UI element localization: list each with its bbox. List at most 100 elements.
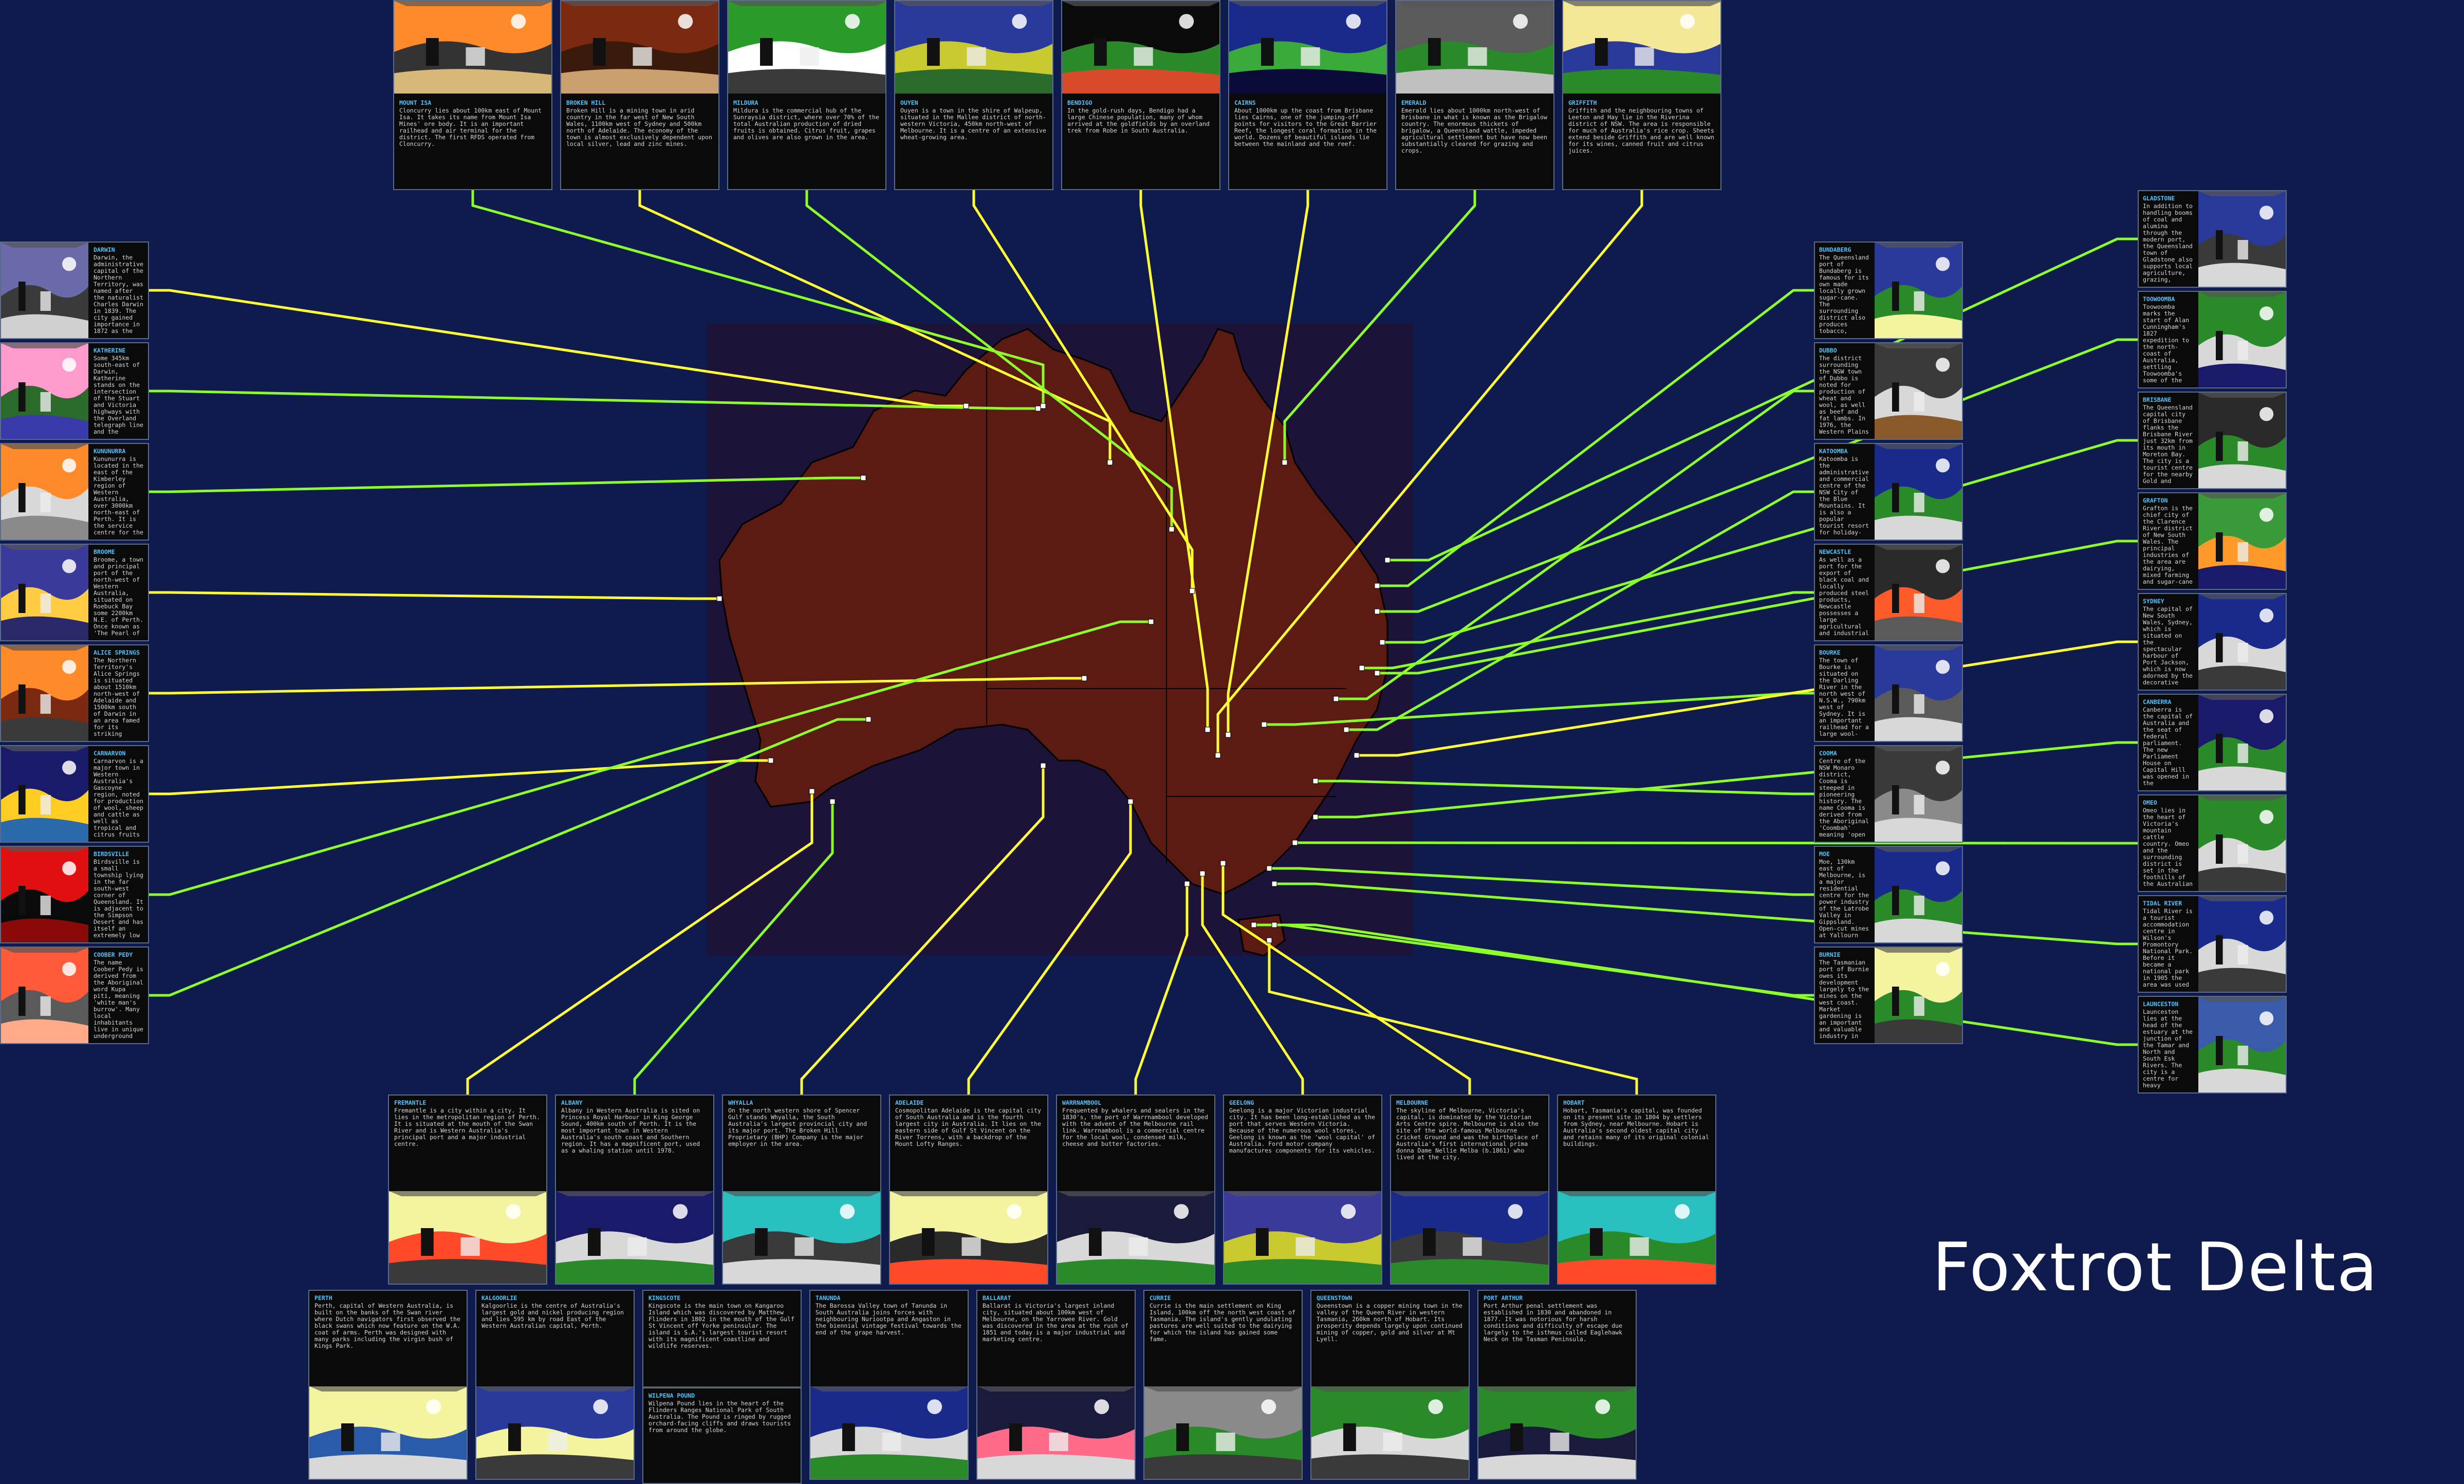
- mining-scene-icon: [394, 1, 551, 94]
- map-marker-bundaberg[interactable]: [1374, 583, 1380, 589]
- card-illustration: [723, 1191, 880, 1284]
- map-marker-katherine[interactable]: [1035, 405, 1041, 412]
- map-marker-bourke[interactable]: [1261, 721, 1267, 728]
- map-marker-albany[interactable]: [829, 799, 836, 805]
- map-marker-hobart[interactable]: [1266, 937, 1272, 943]
- map-marker-coober-pedy[interactable]: [865, 716, 872, 722]
- map-marker-dubbo[interactable]: [1333, 696, 1339, 702]
- map-marker-kununurra[interactable]: [860, 475, 866, 481]
- map-marker-cairns[interactable]: [1225, 732, 1231, 738]
- map-marker-warrnambool[interactable]: [1184, 881, 1190, 887]
- card-illustration: [1563, 1, 1720, 94]
- map-marker-tidal-river[interactable]: [1271, 881, 1277, 887]
- map-marker-broome[interactable]: [716, 596, 722, 602]
- map-marker-cooma[interactable]: [1312, 778, 1319, 784]
- map-marker-griffith[interactable]: [1215, 752, 1221, 758]
- lighthouse-icon: [1057, 1191, 1214, 1284]
- map-marker-moe[interactable]: [1266, 865, 1272, 871]
- map-marker-melbourne[interactable]: [1220, 860, 1226, 866]
- map-marker-adelaide[interactable]: [1127, 799, 1134, 805]
- map-marker-grafton[interactable]: [1374, 670, 1380, 676]
- card-description: Fremantle is a city within a city. It li…: [394, 1107, 540, 1147]
- map-marker-brisbane[interactable]: [1379, 639, 1385, 645]
- map-marker-newcastle[interactable]: [1359, 665, 1365, 671]
- map-marker-burnie[interactable]: [1251, 922, 1257, 928]
- card-title: ALICE SPRINGS: [94, 650, 140, 656]
- map-marker-emerald[interactable]: [1282, 459, 1288, 466]
- map-marker-mildura[interactable]: [1169, 526, 1175, 532]
- map-marker-ouyen[interactable]: [1189, 588, 1195, 594]
- map-marker-carnarvon[interactable]: [768, 757, 774, 764]
- map-marker-mount-isa[interactable]: [1040, 403, 1046, 409]
- map-marker-bendigo[interactable]: [1205, 727, 1211, 733]
- map-marker-gladstone[interactable]: [1384, 557, 1391, 563]
- map-marker-fremantle[interactable]: [809, 788, 815, 794]
- map-marker-canberra[interactable]: [1312, 814, 1319, 820]
- map-marker-geelong[interactable]: [1199, 870, 1206, 877]
- map-marker-darwin[interactable]: [963, 403, 969, 409]
- map-marker-broken-hill[interactable]: [1107, 459, 1113, 466]
- map-marker-omeo[interactable]: [1292, 840, 1298, 846]
- map-marker-launceston[interactable]: [1271, 922, 1277, 928]
- card-description: Wilpena Pound lies in the heart of the F…: [649, 1400, 791, 1434]
- map-marker-whyalla[interactable]: [1040, 763, 1046, 769]
- map-marker-toowoomba[interactable]: [1374, 608, 1380, 615]
- map-marker-katoomba[interactable]: [1343, 727, 1349, 733]
- map-marker-sydney[interactable]: [1354, 752, 1360, 758]
- map-marker-birdsville[interactable]: [1148, 619, 1154, 625]
- map-marker-alice-springs[interactable]: [1081, 675, 1087, 681]
